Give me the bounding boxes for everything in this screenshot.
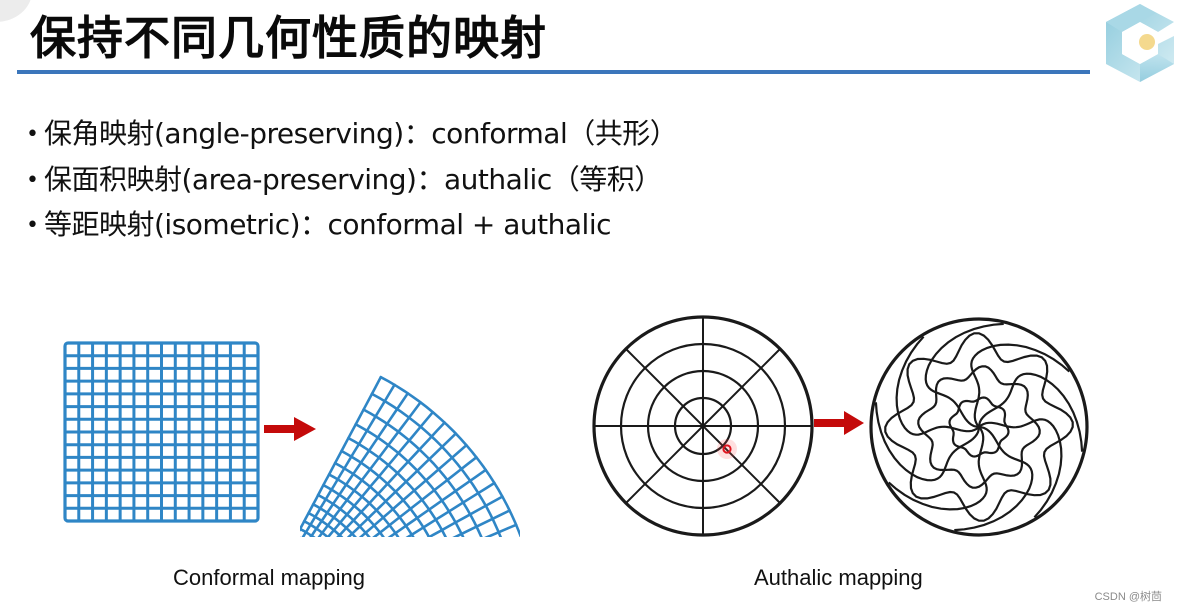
cursor-halo — [717, 439, 737, 459]
cube-logo-icon — [1106, 4, 1174, 82]
bullet-dot: • — [26, 213, 39, 238]
square-grid-figure — [63, 341, 260, 523]
conformal-fan-grid-figure — [300, 375, 520, 537]
watermark: CSDN @树茴 — [1094, 591, 1162, 603]
bullet-text: 保面积映射(area-preserving)：authalic（等积） — [44, 162, 662, 196]
conformal-caption: Conformal mapping — [173, 565, 365, 590]
bullet-item: •保角映射(angle-preserving)：conformal（共形） — [26, 112, 678, 158]
bullet-list: •保角映射(angle-preserving)：conformal（共形） •保… — [26, 112, 678, 249]
bullet-item: •等距映射(isometric)：conformal + authalic — [26, 203, 677, 249]
title-underline — [17, 70, 1090, 74]
arrow-icon — [814, 411, 864, 435]
bullet-text: 保角映射(angle-preserving)：conformal（共形） — [44, 117, 678, 150]
slide-title: 保持不同几何性质的映射 — [30, 11, 547, 65]
cursor-icon — [722, 444, 732, 454]
bullet-item: •保面积映射(area-preserving)：authalic（等积） — [26, 158, 677, 204]
bullet-dot: • — [26, 122, 39, 147]
bullet-text: 等距映射(isometric)：conformal + authalic — [44, 208, 612, 241]
polar-circle-figure — [592, 315, 814, 537]
bullet-dot: • — [26, 167, 39, 193]
swirl-circle-figure — [869, 317, 1089, 537]
corner-decoration — [0, 0, 32, 22]
arrow-icon — [264, 417, 316, 441]
authalic-caption: Authalic mapping — [754, 565, 923, 590]
